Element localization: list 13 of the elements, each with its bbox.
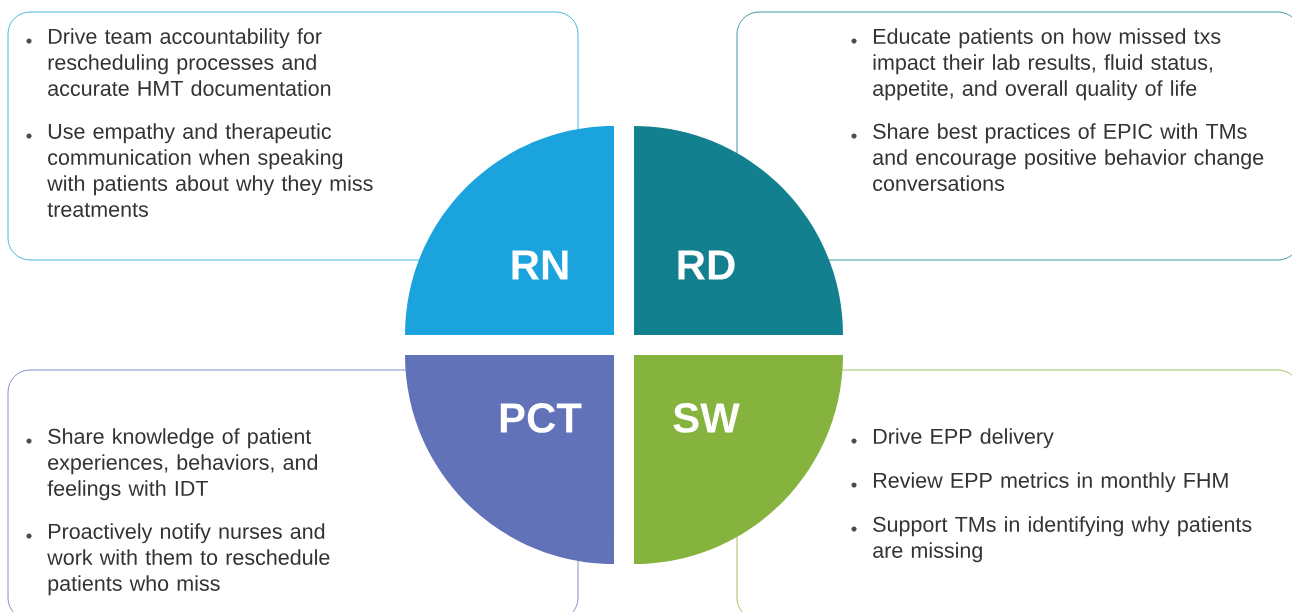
- bullet-text: Proactively notify nurses and work with them to reschedule patients who miss: [47, 523, 330, 596]
- bullet-text: Share knowledge of patient experiences, behaviors, and feelings with IDT: [47, 428, 318, 501]
- bullet-text: Support TMs in identifying why patients are missing: [873, 516, 1252, 563]
- bullet-text: Drive EPP delivery: [873, 428, 1054, 449]
- quadrant-segment: PCT: [405, 355, 614, 564]
- quadrant-segment: RN: [405, 126, 614, 335]
- quadrant-segment: RD: [634, 126, 843, 335]
- bullet-text: Educate patients on how missed txs impact their lab results, fluid status, appetite, and overall quality of life: [873, 28, 1221, 101]
- bullet-text: Share best practices of EPIC with TMs and encourage positive behavior change conversations: [873, 123, 1264, 191]
- bullet-text: Use empathy and therapeutic communication when speaking with patients about why they miss treatments: [47, 123, 373, 217]
- bullet-text: Drive team accountability for rescheduling processes and accurate HMT documentation: [48, 28, 331, 96]
- quadrant-segment: SW: [634, 355, 843, 564]
- bullet-text: Review EPP metrics in monthly FHM: [873, 472, 1228, 493]
